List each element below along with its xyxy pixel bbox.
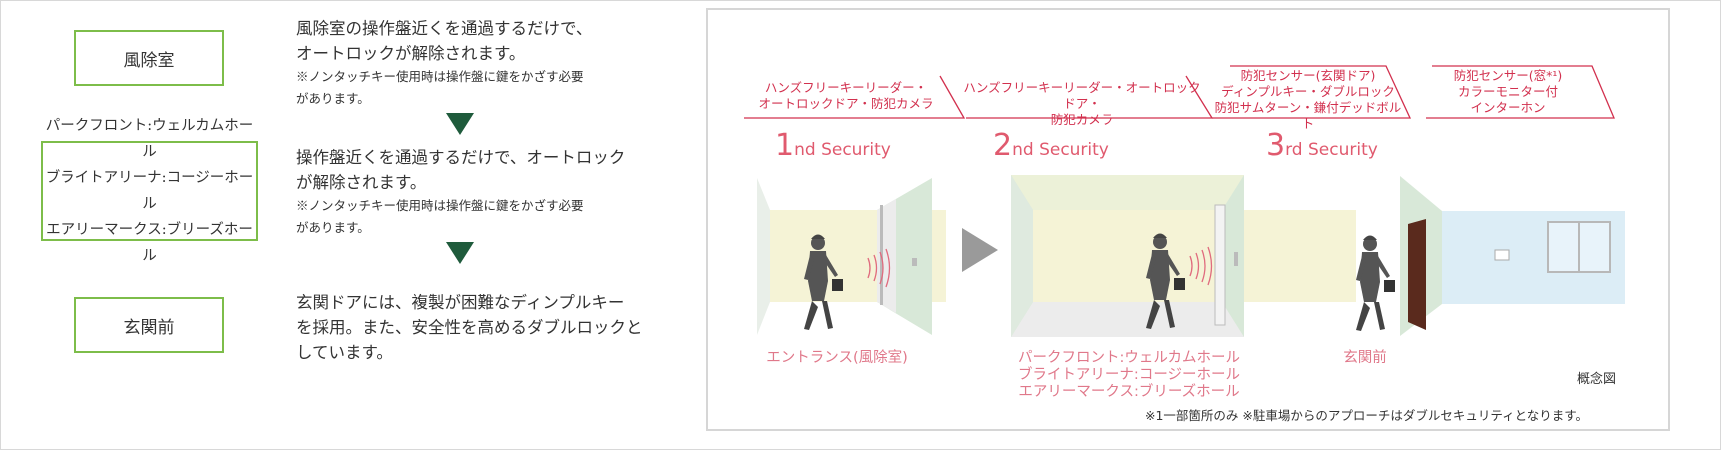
description-line: 風除室の操作盤近くを通過するだけで、: [296, 19, 593, 38]
place-label-entrance: エントランス(風除室): [752, 350, 922, 367]
place-line: エアリーマークス:ブリーズホール: [1018, 384, 1240, 400]
level-suffix: nd Security: [794, 140, 891, 160]
feature-line: カラーモニター付: [1457, 84, 1558, 99]
security-level-1-label: 1nd Security: [775, 128, 891, 163]
feature-line: ディンプルキー・ダブルロック: [1221, 84, 1395, 99]
note-line: ※ノンタッチキー使用時は操作盤に鍵をかざす必要: [296, 198, 584, 213]
level-suffix: nd Security: [1012, 140, 1109, 160]
place-line: ブライトアリーナ:コージーホール: [1017, 367, 1241, 383]
security-level-3-label: 3rd Security: [1266, 128, 1378, 163]
level-suffix: rd Security: [1285, 140, 1378, 160]
note-line: があります。: [296, 220, 370, 235]
feature-line: 防犯サムターン・鎌付デッドボルト: [1214, 100, 1402, 131]
description-line: 玄関ドアには、複製が困難なディンプルキー: [296, 293, 625, 312]
features-level-1: ハンズフリーキーリーダー・ オートロックドア・防犯カメラ: [744, 80, 948, 112]
feature-line: オートロックドア・防犯カメラ: [758, 96, 934, 111]
stage-label: 風除室: [123, 50, 175, 71]
stage-description-entrance: 玄関ドアには、複製が困難なディンプルキー を採用。また、安全性を高めるダブルロッ…: [296, 290, 643, 365]
footnote: ※1一部箇所のみ ※駐車場からのアプローチはダブルセキュリティとなります。: [1145, 408, 1589, 423]
feature-line: 防犯センサー(窓*¹): [1453, 68, 1563, 83]
note-line: ※ノンタッチキー使用時は操作盤に鍵をかざす必要: [296, 69, 584, 84]
place-line: パークフロント:ウェルカムホール: [1018, 350, 1240, 366]
stage-box-halls: パークフロント:ウェルカムホール ブライトアリーナ:コージーホール エアリーマー…: [41, 118, 258, 264]
level-number: 2: [993, 128, 1013, 163]
security-level-2-label: 2nd Security: [993, 128, 1109, 163]
feature-line: ハンズフリーキーリーダー・オートロックドア・: [963, 80, 1201, 111]
stage-label-line: エアリーマークス:ブリーズホール: [46, 222, 253, 264]
stage-label-line: ブライトアリーナ:コージーホール: [45, 170, 254, 212]
features-level-3: 防犯センサー(玄関ドア) ディンプルキー・ダブルロック 防犯サムターン・鎌付デッ…: [1212, 68, 1404, 132]
feature-line: ハンズフリーキーリーダー・: [764, 80, 928, 95]
place-line: エントランス(風除室): [766, 350, 908, 366]
place-line: 玄関前: [1343, 350, 1387, 366]
down-arrow-icon: [446, 242, 474, 264]
level-number: 1: [775, 128, 795, 163]
note-line: があります。: [296, 91, 370, 106]
description-line: 操作盤近くを通過するだけで、オートロック: [296, 148, 626, 167]
stage-label: 玄関前: [123, 317, 175, 338]
feature-line: 防犯センサー(玄関ドア): [1240, 68, 1376, 83]
feature-line: インターホン: [1470, 100, 1546, 115]
feature-line: 防犯カメラ: [1050, 112, 1114, 127]
description-line: を採用。また、安全性を高めるダブルロックと: [296, 318, 643, 337]
concept-label: 概念図: [1577, 372, 1617, 387]
down-arrow-icon: [446, 113, 474, 135]
place-label-halls: パークフロント:ウェルカムホール ブライトアリーナ:コージーホール エアリーマー…: [1004, 350, 1254, 401]
stage-description-halls: 操作盤近くを通過するだけで、オートロック が解除されます。 ※ノンタッチキー使用…: [296, 145, 625, 239]
features-extra: 防犯センサー(窓*¹) カラーモニター付 インターホン: [1428, 68, 1588, 116]
place-label-front: 玄関前: [1320, 350, 1410, 367]
stage-box-entrance: 玄関前: [74, 297, 224, 353]
description-line: が解除されます。: [296, 173, 427, 192]
features-level-2: ハンズフリーキーリーダー・オートロックドア・ 防犯カメラ: [960, 80, 1204, 128]
level-number: 3: [1266, 128, 1286, 163]
description-line: しています。: [296, 343, 393, 362]
description-line: オートロックが解除されます。: [296, 44, 526, 63]
stage-description-vestibule: 風除室の操作盤近くを通過するだけで、 オートロックが解除されます。 ※ノンタッチ…: [296, 16, 592, 110]
stage-label-line: パークフロント:ウェルカムホール: [45, 118, 254, 160]
stage-box-vestibule: 風除室: [74, 30, 224, 86]
